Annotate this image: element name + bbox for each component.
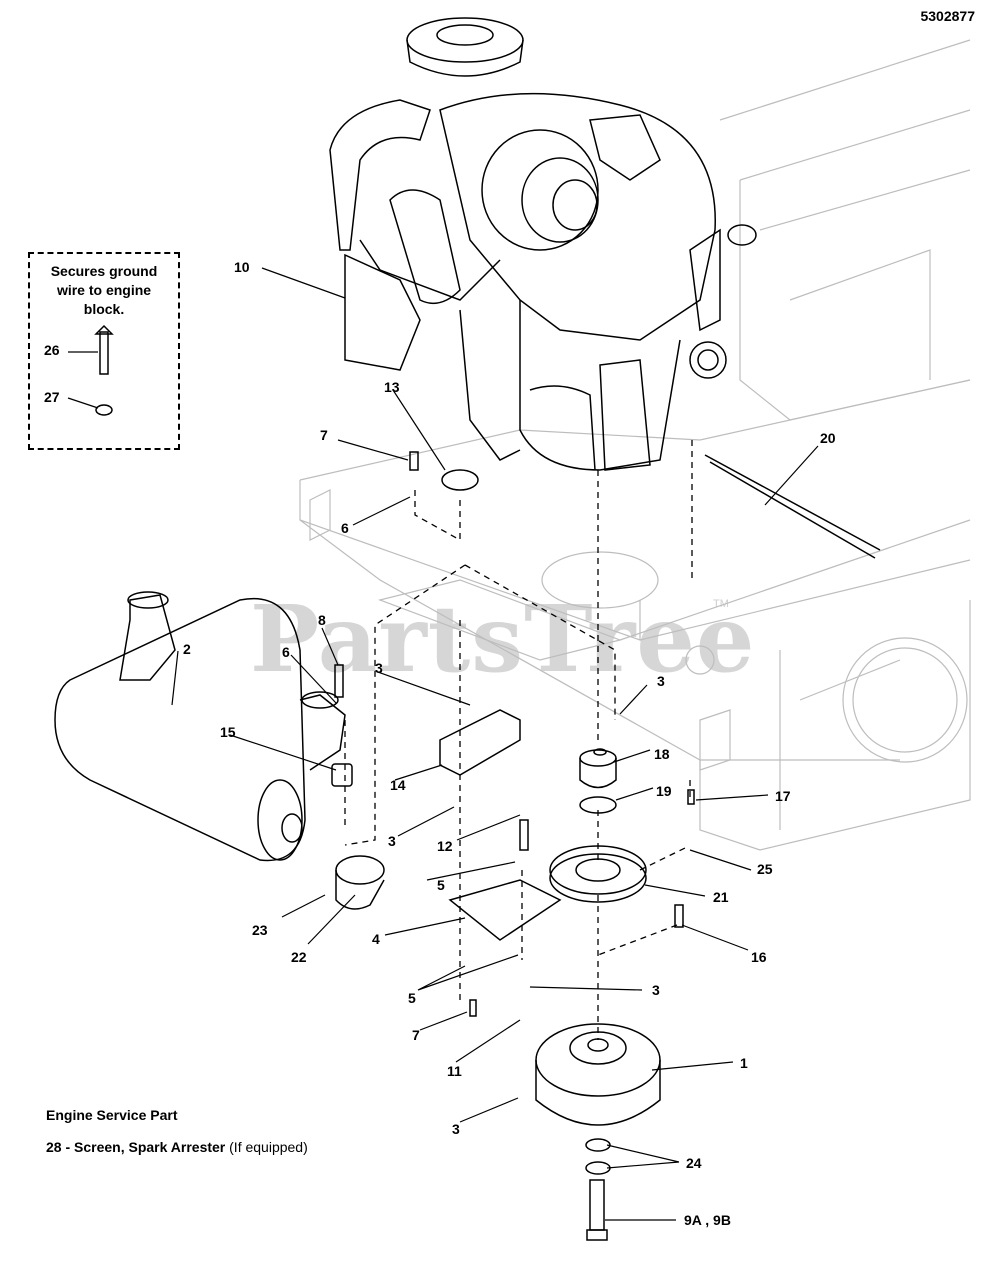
service-notes: Engine Service Part 28 - Screen, Spark A… xyxy=(46,1107,308,1155)
callout-line-1: Secures ground xyxy=(50,263,158,279)
label-3d: 3 xyxy=(657,673,665,689)
label-24: 24 xyxy=(686,1155,702,1171)
label-3e: 3 xyxy=(652,982,660,998)
brackets-and-hardware xyxy=(94,324,881,1017)
label-6b: 6 xyxy=(282,644,290,660)
label-16: 16 xyxy=(751,949,767,965)
label-2: 2 xyxy=(183,641,191,657)
label-5b: 5 xyxy=(408,990,416,1006)
engine xyxy=(329,17,757,471)
leader-lines xyxy=(67,267,819,1221)
label-8: 8 xyxy=(318,612,326,628)
label-22: 22 xyxy=(291,949,307,965)
label-11: 11 xyxy=(447,1063,462,1079)
label-23: 23 xyxy=(252,922,268,938)
label-20: 20 xyxy=(820,430,836,446)
label-5a: 5 xyxy=(437,877,445,893)
label-7: 7 xyxy=(320,427,328,443)
label-19: 19 xyxy=(656,783,672,799)
callout-line-2: wire to engine xyxy=(56,282,152,298)
label-14: 14 xyxy=(390,777,406,793)
label-3c: 3 xyxy=(452,1121,460,1137)
label-21: 21 xyxy=(713,889,729,905)
label-7b: 7 xyxy=(412,1027,420,1043)
label-25: 25 xyxy=(757,861,773,877)
label-15: 15 xyxy=(220,724,236,740)
label-13: 13 xyxy=(384,379,400,395)
watermark: PartsTree xyxy=(250,585,756,693)
label-3b: 3 xyxy=(388,833,396,849)
notes-item-note: (If equipped) xyxy=(229,1139,308,1155)
label-9a-9b: 9A , 9B xyxy=(684,1212,731,1228)
callout-text: Secures ground wire to engine block. xyxy=(30,262,178,319)
label-6: 6 xyxy=(341,520,349,536)
assembly-lines xyxy=(344,440,693,1040)
notes-item-part: 28 - Screen, Spark Arrester xyxy=(46,1139,226,1155)
frame-outline xyxy=(299,39,971,851)
label-10: 10 xyxy=(234,259,250,275)
label-4: 4 xyxy=(372,931,380,947)
label-12: 12 xyxy=(437,838,453,854)
label-18: 18 xyxy=(654,746,670,762)
label-3a: 3 xyxy=(375,660,383,676)
ground-wire-callout: Secures ground wire to engine block. xyxy=(28,252,180,450)
label-26: 26 xyxy=(44,342,60,358)
notes-heading: Engine Service Part xyxy=(46,1107,178,1123)
label-17: 17 xyxy=(775,788,791,804)
label-27: 27 xyxy=(44,389,60,405)
document-id: 5302877 xyxy=(920,8,975,24)
label-1: 1 xyxy=(740,1055,748,1071)
notes-item: 28 - Screen, Spark Arrester (If equipped… xyxy=(46,1139,308,1155)
callout-line-3: block. xyxy=(83,301,125,317)
muffler xyxy=(54,591,385,910)
